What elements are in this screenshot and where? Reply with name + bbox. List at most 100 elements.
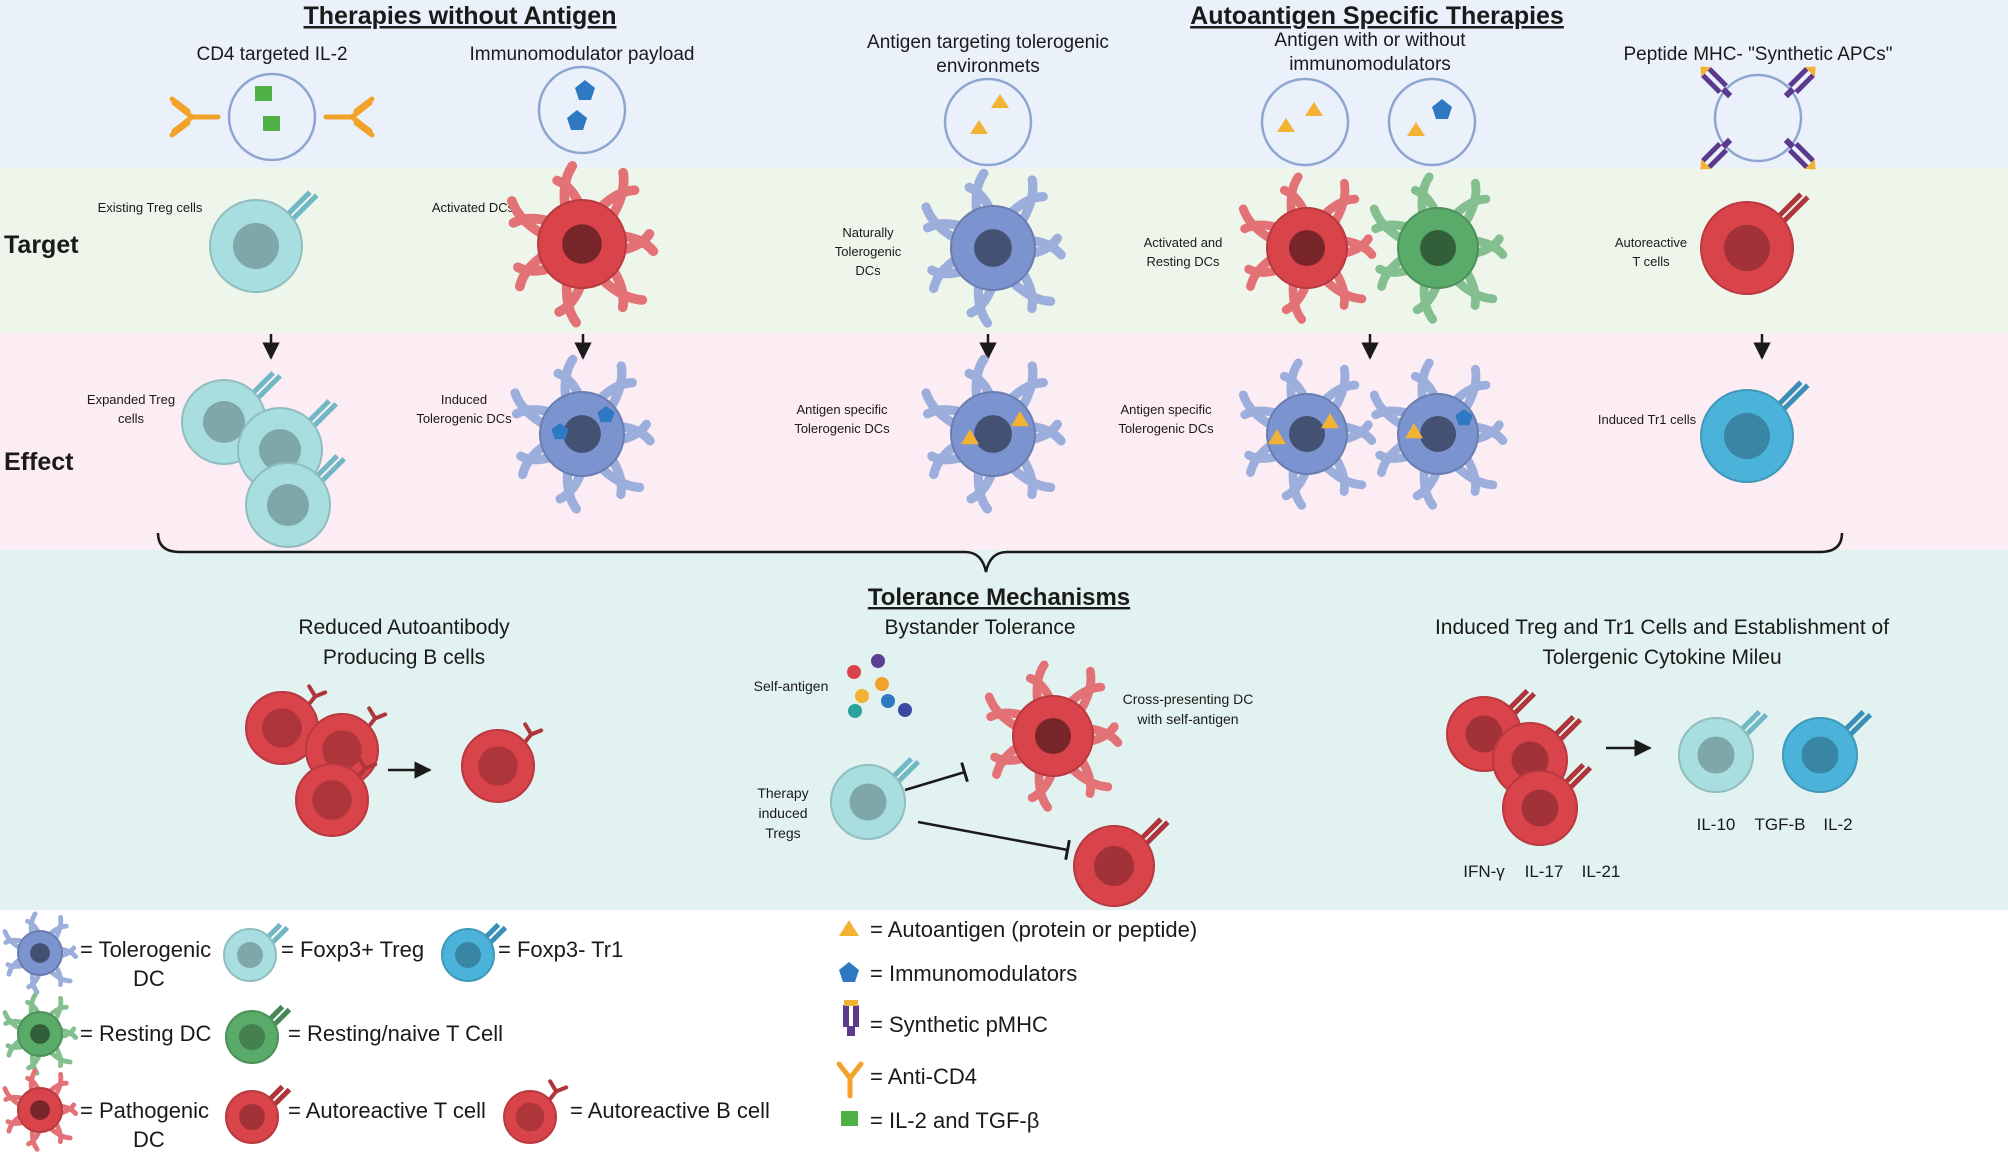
legend-synthetic-pmhc: = Synthetic pMHC [870,1012,1048,1037]
legend-tolerogenic-dc-1: = Tolerogenic [80,937,211,962]
legend-il2-tgf: = IL-2 and TGF-β [870,1108,1039,1133]
legend-autoantigen: = Autoantigen (protein or peptide) [870,917,1197,942]
label-autoreactive-1: Autoreactive [1615,235,1687,250]
therapy-immunomodulator-label: Immunomodulator payload [470,44,695,65]
label-activated-dcs: Activated DCs [432,200,515,215]
therapy-induced-treg [830,756,921,840]
therapy-cd4-il2-label: CD4 targeted IL-2 [196,44,347,65]
inhibit-autoreactive-t [917,820,1071,861]
legend-resting-dc: = Resting DC [80,1021,212,1046]
self-antigen-dots [847,654,912,718]
legend-pathogenic-dc-icon [2,1068,79,1152]
legend-autoreactive-b: = Autoreactive B cell [570,1098,770,1123]
label-self-antigen: Self-antigen [754,678,829,694]
legend-treg-icon [223,922,290,982]
pmhc-icon [1783,66,1816,99]
legend-foxp3-tr1: = Foxp3- Tr1 [498,937,623,962]
label-expanded-1: Expanded Treg [87,392,175,407]
label-therapy-tregs-1: Therapy [757,785,808,801]
cytokine-il17: IL-17 [1525,862,1564,881]
autoreactive-b-cell [245,684,328,765]
legend-pathogenic-dc-1: = Pathogenic [80,1098,209,1123]
pmhc-icon [1783,137,1816,170]
label-therapy-tregs-3: Tregs [765,825,800,841]
legend-pathogenic-dc-2: DC [133,1127,165,1152]
legend-autoreactive-b-icon [503,1079,569,1144]
legend-anti-cd4: = Anti-CD4 [870,1064,977,1089]
treg-cell [209,190,319,293]
cytokine-tgf: TGF-B [1755,815,1806,834]
row-label-target: Target [4,231,79,259]
mech-reduced-1: Reduced Autoantibody [298,616,510,639]
antigen-specific-tolerogenic-dc [1369,358,1508,510]
immunomodulator-particle [537,65,627,155]
legend-anti-cd4-icon [836,1061,864,1099]
label-autoreactive-2: T cells [1632,254,1670,269]
therapy-antigen-targeting-label-2: environmets [936,56,1040,77]
legend-immunomodulator-icon [839,962,859,982]
label-activated-resting-2: Resting DCs [1147,254,1220,269]
legend-autoreactive-t: = Autoreactive T cell [288,1098,486,1123]
pmhc-icon [1700,137,1733,170]
label-ag-specific-1: Antigen specific [796,402,888,417]
anti-cd4-icon [169,96,221,138]
therapy-antigen-targeting-label-1: Antigen targeting tolerogenic [867,32,1109,53]
resting-dc [1369,172,1508,324]
label-induced-tol-2: Tolerogenic DCs [416,411,512,426]
grouping-brace [156,532,1844,573]
label-expanded-2: cells [118,411,145,426]
cross-presenting-dc [984,660,1123,812]
legend-pmhc-icon [843,1000,859,1036]
inhibit-cross-presenting-dc [904,762,969,792]
anti-cd4-icon [323,96,375,138]
induced-tolerogenic-dc [510,354,655,514]
legend-tr1-icon [441,922,508,982]
autoreactive-b-cell [461,722,544,803]
legend-resting-t-icon [225,1004,292,1064]
label-naturally-1: Naturally [842,225,894,240]
cell-layer [2,66,1873,1152]
pmhc-icon [1700,66,1733,99]
legend-il2-icon [841,1111,858,1126]
legend-resting-dc-icon [2,992,79,1076]
row-label-effect: Effect [4,448,74,476]
label-ag-specific-b-1: Antigen specific [1120,402,1212,417]
label-induced-tol-1: Induced [441,392,487,407]
mech-induced-1: Induced Treg and Tr1 Cells and Establish… [1435,616,1889,639]
legend-tolerogenic-dc-icon [2,911,79,995]
label-naturally-3: DCs [855,263,881,278]
label-therapy-tregs-2: induced [758,805,807,821]
autoreactive-t-cell [1700,192,1810,295]
mech-induced-2: Tolergenic Cytokine Mileu [1542,646,1781,669]
label-naturally-2: Tolerogenic [835,244,902,259]
tr1-cell [1700,380,1810,483]
label-activated-resting-1: Activated and [1144,235,1223,250]
mech-reduced-2: Producing B cells [323,646,485,669]
cytokine-ifn: IFN-γ [1463,862,1505,881]
label-cross-presenting-2: with self-antigen [1136,711,1238,727]
synthetic-apc-particle [1713,73,1803,163]
cd4-il2-particle [227,72,317,162]
antigen-specific-tolerogenic-dc [1238,358,1377,510]
antigen-targeting-particle [943,77,1033,167]
therapy-peptide-mhc-label: Peptide MHC- "Synthetic APCs" [1623,44,1892,65]
pathogenic-dc [507,160,659,328]
mech-bystander: Bystander Tolerance [884,616,1075,639]
tolerogenic-dc [921,168,1066,328]
pathogenic-dc [1238,172,1377,324]
therapy-antigen-with-label-1: Antigen with or without [1274,30,1466,51]
cytokine-il10: IL-10 [1697,815,1736,834]
autoreactive-b-cell [295,756,378,837]
cytokine-il2: IL-2 [1823,815,1852,834]
legend-autoreactive-t-icon [225,1084,292,1144]
mechanisms-title: Tolerance Mechanisms [868,584,1130,611]
label-ag-specific-2: Tolerogenic DCs [794,421,890,436]
label-existing-treg: Existing Treg cells [98,200,203,215]
cytokine-il21: IL-21 [1582,862,1621,881]
legend-foxp3-treg: = Foxp3+ Treg [281,937,424,962]
label-ag-specific-b-2: Tolerogenic DCs [1118,421,1214,436]
legend-tolerogenic-dc-2: DC [133,966,165,991]
header-autoantigen-specific: Autoantigen Specific Therapies [1190,2,1564,30]
